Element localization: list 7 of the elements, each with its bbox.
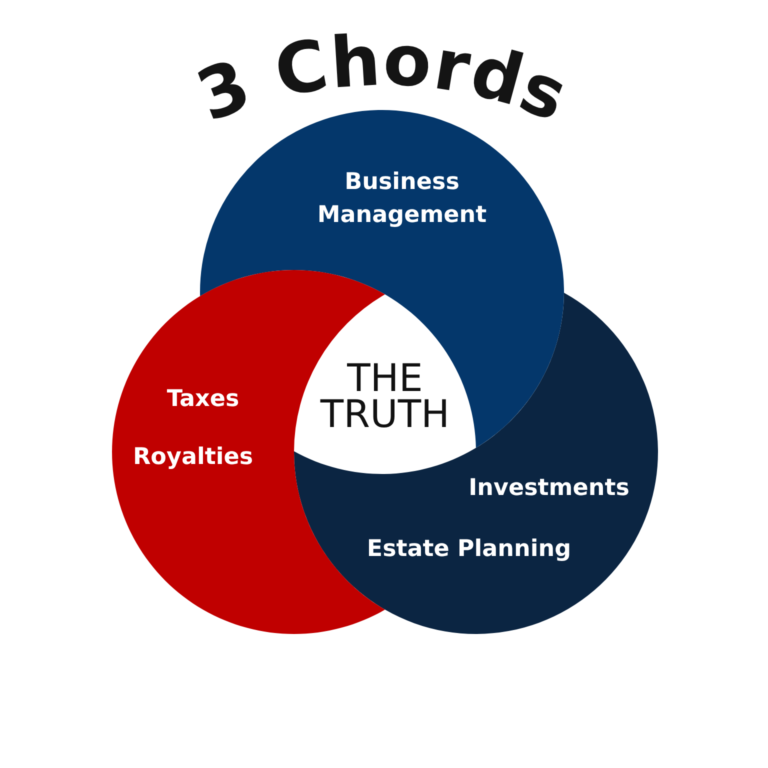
center-label: THE TRUTH	[320, 360, 450, 432]
venn-label: Royalties	[132, 444, 254, 470]
venn-label: Business Management	[317, 168, 487, 230]
title: 3 Chords	[188, 25, 576, 132]
venn-label: Estate Planning	[366, 536, 572, 562]
venn-label: Investments	[468, 475, 630, 501]
venn-label: Taxes	[166, 386, 240, 412]
